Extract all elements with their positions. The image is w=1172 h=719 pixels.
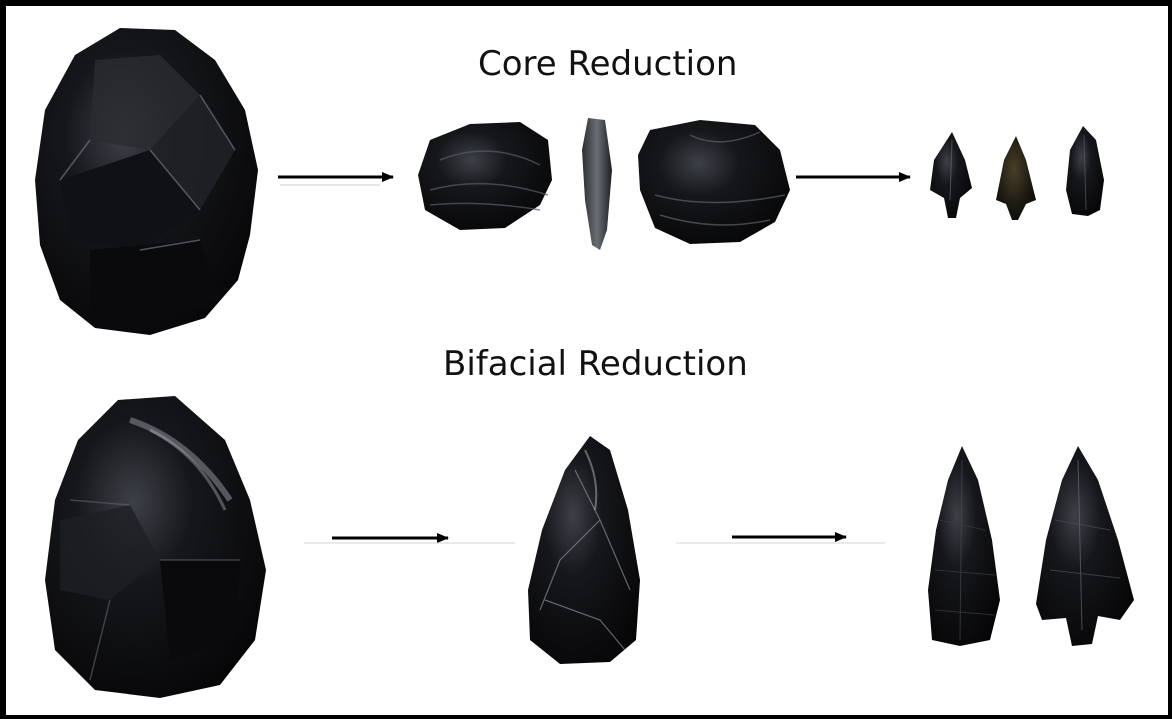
core-blade <box>582 118 612 250</box>
core-point-2 <box>996 136 1036 220</box>
core-point-3 <box>1066 126 1104 216</box>
bifacial-point-1 <box>928 446 1000 646</box>
bifacial-preform <box>528 436 640 664</box>
bifacial-nodule <box>45 396 266 698</box>
core-nodule <box>35 28 258 335</box>
bifacial-point-2 <box>1036 446 1134 646</box>
core-point-1 <box>930 132 972 218</box>
core-flake-2 <box>638 120 790 244</box>
core-flake-1 <box>418 122 552 230</box>
